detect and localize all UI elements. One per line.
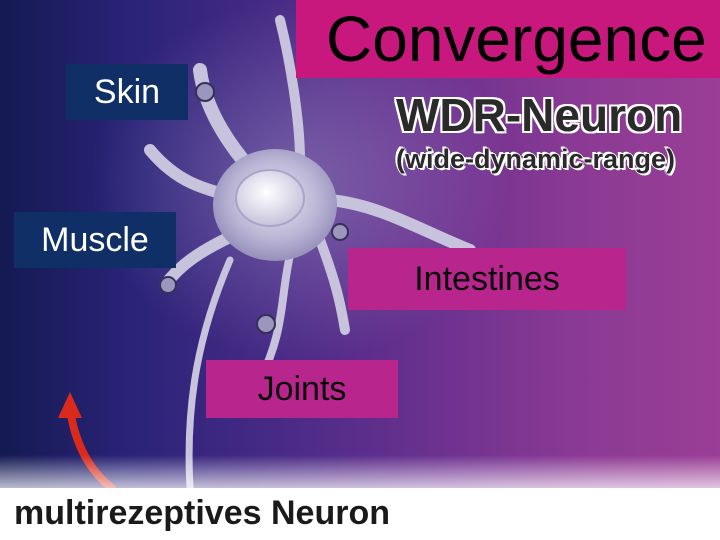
bottom-band	[0, 488, 720, 540]
label-muscle: Muscle	[14, 212, 176, 268]
slide-title: Convergence	[296, 0, 720, 78]
neuron-endings	[159, 82, 349, 334]
bottom-caption: multirezeptives Neuron	[14, 494, 390, 532]
label-intestines: Intestines	[348, 248, 626, 310]
wdr-heading: WDR-Neuron	[396, 89, 683, 141]
label-joints: Joints	[206, 360, 398, 418]
neuron-nucleus	[235, 169, 305, 227]
label-skin: Skin	[66, 64, 188, 120]
wdr-subheading: (wide-dynamic-range)	[396, 144, 676, 174]
